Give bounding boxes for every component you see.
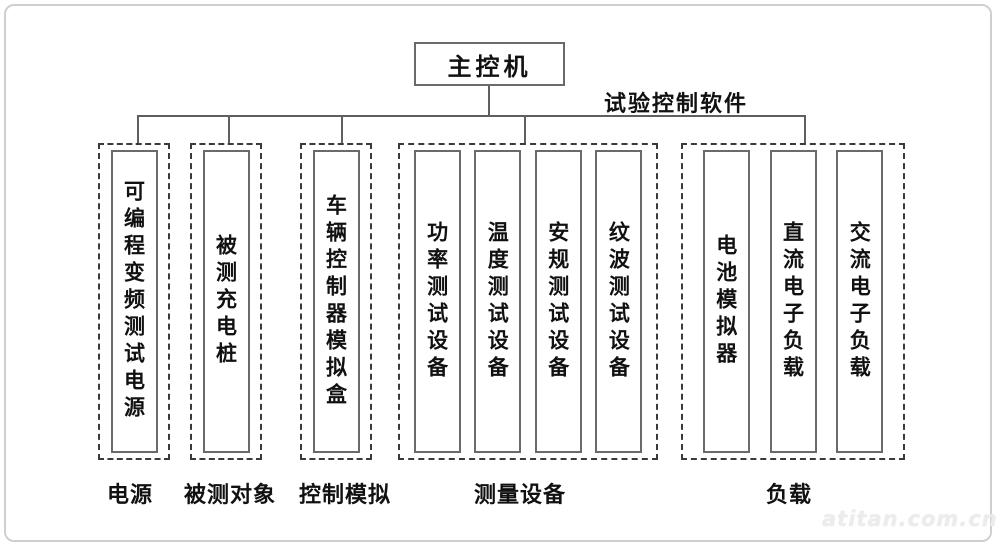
connector-bus-line [137,115,806,117]
caption-power: 电源 [107,482,154,508]
box-label: 温度测试设备 [485,220,511,383]
box-power-test-equipment: 功率测试设备 [413,150,461,453]
box-programmable-vf-test-power: 可编程变频测试电源 [110,150,158,453]
caption-device-under-test: 被测对象 [184,482,277,508]
group-device-under-test: 被测充电桩 [190,143,262,460]
box-label: 纹波测试设备 [606,220,632,383]
root-node-label: 主控机 [447,51,532,81]
watermark-text: atitan.com.cn [822,507,998,531]
connector-drop-power [137,115,139,144]
group-load: 电池模拟器 直流电子负载 交流电子负载 [681,143,905,460]
connector-root-drop [488,86,490,115]
caption-load: 负载 [766,482,813,508]
box-label: 直流电子负载 [780,220,806,383]
box-dc-electronic-load: 直流电子负载 [769,150,817,453]
box-charging-pile-under-test: 被测充电桩 [202,150,250,453]
caption-measurement-equipment: 测量设备 [474,482,567,508]
group-control-simulation: 车辆控制器模拟盒 [300,143,372,460]
box-label: 交流电子负载 [847,220,873,383]
root-node-main-controller: 主控机 [414,42,565,86]
caption-control-simulation: 控制模拟 [299,482,392,508]
group-power: 可编程变频测试电源 [98,143,170,460]
box-ripple-test-equipment: 纹波测试设备 [595,150,643,453]
bus-label-test-control-software: 试验控制软件 [604,91,749,117]
box-label: 可编程变频测试电源 [121,180,147,423]
connector-drop-device-under-test [228,115,230,144]
box-vehicle-controller-sim: 车辆控制器模拟盒 [312,150,360,453]
box-temperature-test-equipment: 温度测试设备 [474,150,522,453]
connector-drop-measurement [524,115,526,144]
box-label: 电池模拟器 [713,234,739,369]
box-label: 车辆控制器模拟盒 [323,193,349,410]
connector-drop-control-sim [341,115,343,144]
box-safety-test-equipment: 安规测试设备 [534,150,582,453]
box-ac-electronic-load: 交流电子负载 [836,150,884,453]
box-label: 安规测试设备 [545,220,571,383]
box-label: 被测充电桩 [213,234,239,369]
box-label: 功率测试设备 [424,220,450,383]
box-battery-simulator: 电池模拟器 [702,150,750,453]
connector-drop-load [804,115,806,144]
group-measurement-equipment: 功率测试设备 温度测试设备 安规测试设备 纹波测试设备 [398,143,658,460]
